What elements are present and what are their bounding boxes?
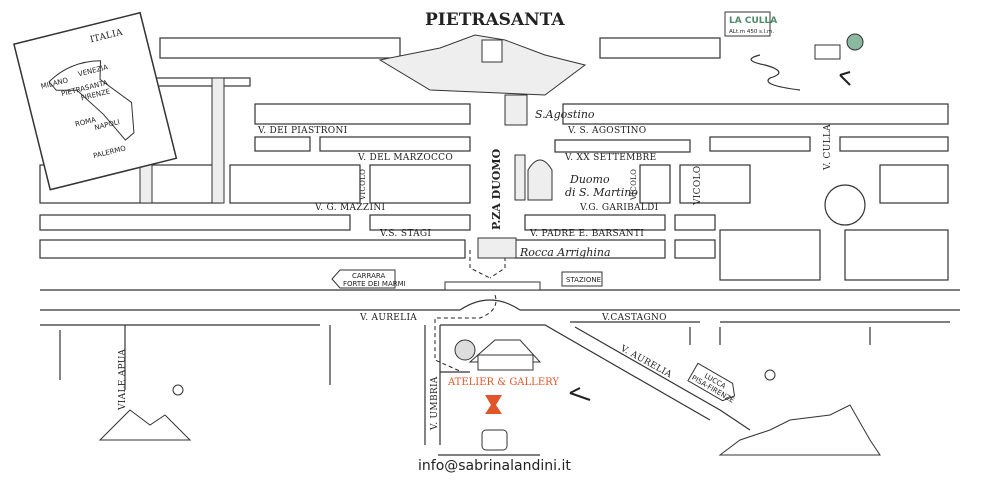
svg-text:LA CULLA: LA CULLA: [729, 16, 777, 26]
roundabout: [824, 184, 866, 226]
street-label: V. AURELIA: [618, 343, 674, 380]
landmark-label: Rocca Arrighina: [519, 246, 611, 259]
street-label: VICOLO: [630, 169, 638, 201]
italy-inset-map: ITALIA MILANO VENEZIA PIETRASANTA FIRENZ…: [13, 11, 178, 191]
block: [879, 164, 949, 204]
block: [159, 37, 401, 59]
block: [639, 164, 671, 204]
street-label: V.CASTAGNO: [601, 313, 667, 323]
atelier-gallery-label: ATELIER & GALLERY: [447, 377, 559, 388]
street-label: V. XX SETTEMBRE: [564, 153, 656, 163]
block: [369, 164, 471, 204]
carrara-sign: CARRARA FORTE DEI MARMI: [331, 269, 406, 289]
block: [39, 239, 466, 259]
block: [679, 164, 751, 204]
street-label: V. UMBRIA: [430, 376, 440, 431]
winding-road: [750, 54, 801, 91]
house-icon: [814, 44, 841, 60]
block: [844, 229, 949, 281]
bell-tower-icon: [514, 154, 526, 201]
street-label: V. CULLA: [823, 124, 833, 171]
block: [674, 239, 716, 259]
street-label: V. S. AGOSTINO: [567, 126, 646, 136]
sun-icon: [172, 384, 184, 396]
mountains-illustration: [98, 409, 192, 441]
arrow-icon: [569, 387, 591, 401]
map-title: PIETRASANTA: [425, 10, 565, 30]
s-agostino-church-icon: [504, 94, 528, 126]
street-label: V. DEL MARZOCCO: [357, 153, 453, 163]
block: [554, 139, 691, 153]
street-label: V. PADRE E. BARSANTI: [529, 229, 644, 239]
street-label: VICOLO: [359, 169, 367, 201]
piazza-duomo-label: P.ZA DUOMO: [490, 148, 503, 230]
svg-text:ALt.m 450 s.l.m.: ALt.m 450 s.l.m.: [729, 29, 774, 35]
landmark-label: S.Agostino: [535, 108, 595, 121]
street-label: VIALE APUA: [118, 349, 128, 411]
street-label: V.G. GARIBALDI: [579, 203, 659, 213]
tree-icon: [454, 339, 476, 361]
lucca-sign: LUCCA PISA-FIRENZE: [687, 362, 736, 405]
block: [39, 214, 351, 231]
armchair-reader-icon: [481, 429, 508, 451]
landmark-label: Duomo: [569, 173, 610, 186]
garden-wall: [211, 77, 225, 204]
arrow-icon: [839, 71, 851, 86]
block: [599, 37, 721, 59]
train-icon: [444, 281, 541, 291]
block: [369, 214, 471, 231]
block: [524, 214, 666, 231]
landmark-label: di S. Martino: [565, 186, 638, 199]
duomo-icon: [527, 159, 553, 201]
block: [254, 103, 471, 125]
town-skyline-illustration: [718, 404, 881, 456]
street-label: V. DEI PIASTRONI: [257, 126, 348, 136]
fortress-tower-icon: [481, 39, 503, 63]
email-link[interactable]: info@sabrinalandini.it: [418, 458, 571, 474]
street-label: V. AURELIA: [359, 313, 417, 323]
block: [719, 229, 821, 281]
svg-text:STAZIONE: STAZIONE: [566, 276, 601, 284]
block: [319, 136, 471, 152]
stazione-sign: STAZIONE: [561, 271, 603, 287]
block: [229, 164, 361, 204]
block: [562, 103, 949, 125]
block: [254, 136, 311, 152]
svg-text:FORTE DEI MARMI: FORTE DEI MARMI: [343, 280, 406, 288]
block: [709, 136, 811, 152]
route-to-station: [469, 250, 506, 279]
block: [839, 136, 949, 152]
street-label: VICOLO: [693, 166, 703, 206]
block: [674, 214, 716, 231]
castle-walls-illustration: [378, 34, 587, 96]
street-label: V. G. MAZZINI: [314, 203, 385, 213]
svg-text:CARRARA: CARRARA: [352, 272, 385, 280]
block: [149, 77, 251, 87]
tree-icon: [846, 33, 864, 51]
sun-icon: [764, 369, 776, 381]
atelier-house-body: [477, 354, 534, 371]
rocca-icon: [477, 237, 517, 259]
street-label: V.S. STAGI: [379, 229, 431, 239]
la-culla-sign: LA CULLA ALt.m 450 s.l.m.: [724, 11, 777, 37]
lamp-icon: [485, 395, 502, 414]
